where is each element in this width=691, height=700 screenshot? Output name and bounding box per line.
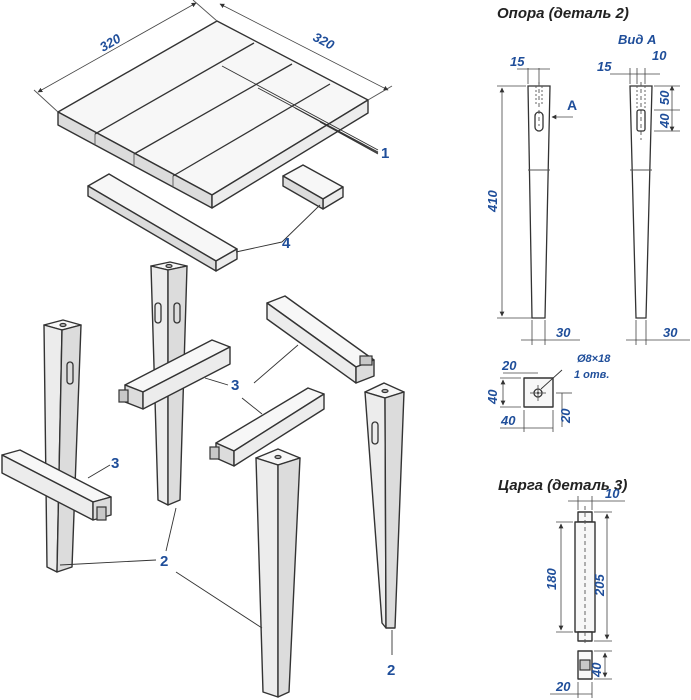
view-a-bottom-dim: 30: [663, 325, 678, 340]
view-a-slot-len-dim: 40: [657, 113, 672, 129]
rail-tenon-dim: 10: [605, 486, 620, 501]
support-bottom-dim: 30: [556, 325, 571, 340]
support-offset-dim: 15: [510, 54, 525, 69]
support-side-view: [527, 82, 551, 319]
rail-total-length-dim: 205: [592, 574, 607, 597]
view-a-arrow-label: A: [567, 97, 577, 113]
support-height-dim: 410: [485, 190, 500, 213]
rail-section-width-dim: 20: [555, 679, 571, 694]
leg-left: [43, 319, 82, 573]
callout-rail-center: 3: [231, 377, 239, 394]
leg-front: [255, 448, 301, 698]
callout-rail-left: 3: [111, 455, 119, 472]
seat-width-dim: 320: [97, 30, 124, 54]
hole-count-note: 1 отв.: [574, 369, 609, 381]
seat-crossbar-back: [282, 164, 344, 210]
hole-y-dim: 20: [558, 408, 573, 424]
top-view-width-dim: 40: [500, 413, 516, 428]
rail-section-height-dim: 40: [589, 662, 604, 678]
callout-leg-right: 2: [387, 662, 395, 679]
view-a-elevation: [629, 82, 653, 319]
callout-leg-center: 2: [160, 553, 168, 570]
view-a-slot-width-dim: 10: [652, 48, 667, 63]
hole-size-dim: Ø8×18: [577, 353, 611, 365]
hole-x-dim: 20: [501, 358, 517, 373]
seat-dimension-lines: [33, 0, 393, 113]
rail-side-view: [574, 506, 596, 645]
top-view-height-dim: 40: [485, 389, 500, 405]
callout-seat-boards: 1: [381, 145, 389, 162]
rail-section-view: [577, 650, 593, 680]
view-a-offset-dim: 15: [597, 59, 612, 74]
rail-inner-length-dim: 180: [544, 568, 559, 590]
view-a-slot-top-dim: 50: [657, 90, 672, 105]
callout-3-leaders: [87, 344, 299, 479]
callout-1-leaders: [221, 65, 379, 155]
view-a-title: Вид А: [618, 32, 656, 47]
callout-2-leaders: [59, 507, 393, 655]
rail-back-left: [118, 339, 231, 410]
rail-title: Царга (деталь 3): [498, 477, 627, 494]
rail-back-right: [266, 295, 375, 384]
rail-left: [1, 449, 112, 521]
leg-right: [364, 382, 405, 629]
seat-depth-dim: 320: [311, 29, 338, 53]
support-title: Опора (деталь 2): [497, 5, 629, 22]
seat-crossbar-front: [87, 173, 238, 272]
rail-front-right: [209, 387, 325, 467]
callout-seat-crossbar: 4: [282, 235, 291, 252]
